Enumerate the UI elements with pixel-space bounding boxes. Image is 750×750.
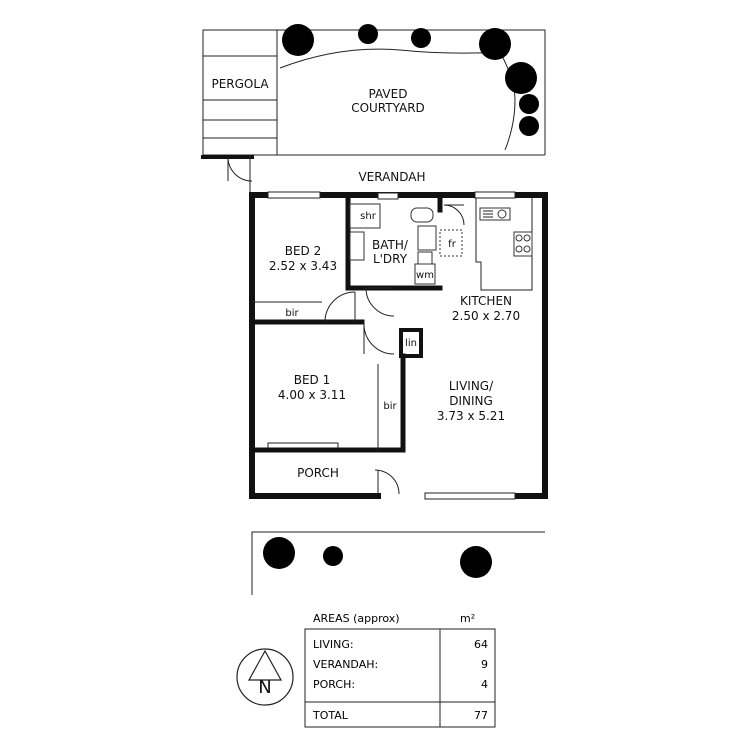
living-label-line2: DINING xyxy=(449,394,493,408)
bed1-robe-label: bir xyxy=(383,401,397,412)
kitchen-name: KITCHEN xyxy=(460,294,512,308)
bath-label-line2: L'DRY xyxy=(373,252,408,266)
areas-row-label: PORCH: xyxy=(313,678,355,691)
linen-label: lin xyxy=(405,338,417,349)
verandah-label: VERANDAH xyxy=(358,170,425,184)
bed2-name: BED 2 xyxy=(285,244,322,258)
courtyard-label-line1: PAVED xyxy=(369,87,408,101)
areas-header: AREAS (approx) xyxy=(313,612,400,625)
areas-row-value: 4 xyxy=(481,678,488,691)
porch-label: PORCH xyxy=(297,466,339,480)
north-label: N xyxy=(258,677,271,698)
kitchen-size: 2.50 x 2.70 xyxy=(452,309,520,323)
kitchen-fixtures xyxy=(475,198,533,291)
washing-machine-label: wm xyxy=(416,270,434,281)
areas-table: AREAS (approx) m² LIVING: 64 VERANDAH: 9… xyxy=(304,612,496,728)
interior-walls xyxy=(249,192,443,453)
tree-icon xyxy=(263,537,492,578)
bed2-size: 2.52 x 3.43 xyxy=(269,259,337,273)
bathroom-fixtures: shr fr wm xyxy=(349,203,463,285)
living-label-line1: LIVING/ xyxy=(449,379,494,393)
pergola: PERGOLA xyxy=(203,30,278,156)
bath-label-line1: BATH/ xyxy=(372,238,409,252)
areas-row-value: 64 xyxy=(474,638,488,651)
areas-unit: m² xyxy=(460,612,475,625)
verandah: VERANDAH xyxy=(201,154,545,193)
room-labels: BED 2 2.52 x 3.43 BATH/ L'DRY bir KITCHE… xyxy=(269,238,520,480)
tree-icon xyxy=(282,24,539,136)
bed2-robe-label: bir xyxy=(285,308,299,319)
courtyard-label-line2: COURTYARD xyxy=(351,101,425,115)
areas-row-label: VERANDAH: xyxy=(313,658,378,671)
doors xyxy=(324,204,465,495)
pergola-label: PERGOLA xyxy=(211,77,269,91)
areas-total-label: TOTAL xyxy=(312,709,349,722)
north-arrow-icon: N xyxy=(236,648,294,706)
bed1-size: 4.00 x 3.11 xyxy=(278,388,346,402)
areas-total-value: 77 xyxy=(474,709,488,722)
paved-courtyard: PAVED COURTYARD xyxy=(279,48,516,151)
living-size: 3.73 x 5.21 xyxy=(437,409,505,423)
exterior-walls xyxy=(249,191,548,500)
shower-label: shr xyxy=(360,211,377,222)
areas-row-label: LIVING: xyxy=(313,638,354,651)
bed1-name: BED 1 xyxy=(294,373,331,387)
fridge-label: fr xyxy=(448,239,457,250)
areas-row-value: 9 xyxy=(481,658,488,671)
front-boundary xyxy=(251,531,545,595)
